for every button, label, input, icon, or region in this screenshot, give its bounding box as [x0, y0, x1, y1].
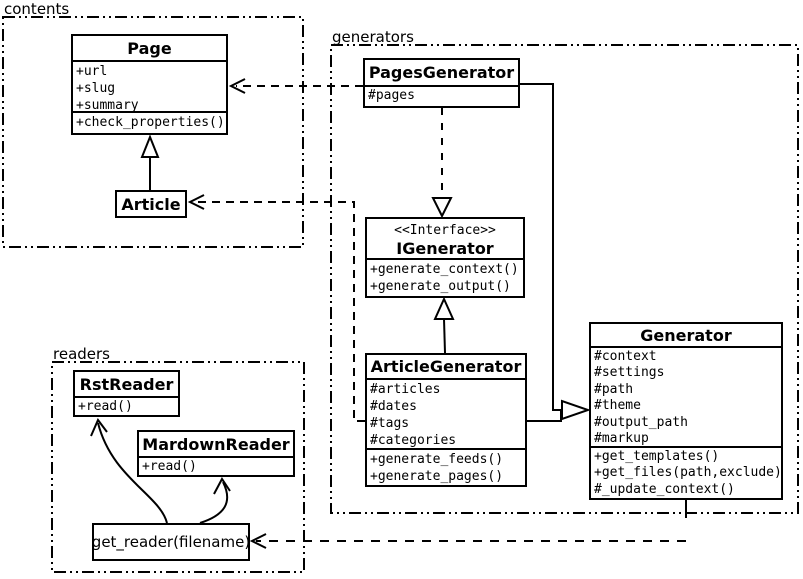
attributes-section: #context #settings #path #theme #output_… [591, 348, 781, 448]
dependency-arrow-articlegenerator-to-article [187, 194, 365, 422]
package-border-generators [330, 44, 799, 514]
attributes-section: #pages [365, 87, 518, 106]
methods-section: +read() [139, 458, 293, 475]
method-row: #_update_context() [594, 481, 735, 497]
method-row: +read() [142, 459, 197, 474]
class-title-pagesgenerator: PagesGenerator [365, 60, 518, 87]
package-label-contents: contents [4, 0, 70, 18]
attribute-row: #categories [370, 433, 457, 448]
package-label-generators: generators [332, 28, 414, 46]
class-box-article: Article [115, 190, 187, 218]
method-row: +generate_feeds() [370, 452, 504, 467]
package-border-readers [51, 361, 305, 573]
attribute-row: #settings [594, 365, 665, 381]
stereotype-label: <<Interface>> [394, 223, 496, 238]
attribute-row: #markup [594, 431, 649, 447]
method-row: +get_templates() [594, 449, 720, 464]
class-box-rstreader: RstReader +read() [73, 370, 180, 417]
class-box-pagesgenerator: PagesGenerator #pages [363, 58, 520, 108]
class-box-mardownreader: MardownReader +read() [137, 430, 295, 477]
attributes-section: +url +slug +summary [73, 62, 226, 113]
realization-arrow-pagesgenerator-to-igenerator [431, 108, 453, 219]
attribute-row: +slug [76, 81, 116, 96]
class-title-articlegenerator: ArticleGenerator [367, 355, 525, 380]
dependency-arrow-generator-to-get-reader [249, 500, 687, 549]
dependency-arrow-pagesgenerator-to-page [228, 78, 363, 94]
inheritance-arrow-article-to-page [140, 134, 160, 190]
method-row: +check_properties() [76, 115, 225, 130]
methods-section: +generate_context() +generate_output() [367, 260, 523, 296]
class-title-rstreader: RstReader [75, 372, 178, 398]
attribute-row: +url [76, 64, 108, 79]
function-label-get-reader: get_reader(filename) [92, 533, 250, 551]
attribute-row: #articles [370, 382, 441, 397]
methods-section: +check_properties() [73, 113, 226, 133]
class-title-igenerator: IGenerator [396, 239, 494, 258]
package-border-contents [2, 16, 304, 248]
class-box-articlegenerator: ArticleGenerator #articles #dates #tags … [365, 353, 527, 487]
attribute-row: +summary [76, 98, 139, 113]
class-box-page: Page +url +slug +summary +check_properti… [71, 34, 228, 135]
methods-section: +generate_feeds() +generate_pages() [367, 450, 525, 485]
attribute-row: #theme [594, 398, 641, 414]
class-title-mardownreader: MardownReader [139, 432, 293, 458]
class-title-generator: Generator [591, 324, 781, 348]
call-arrow-get-reader-to-rstreader [90, 418, 168, 524]
attribute-row: #context [594, 349, 657, 364]
method-row: +get_files(path,exclude) [594, 465, 781, 481]
method-row: +read() [78, 399, 133, 414]
attributes-section: #articles #dates #tags #categories [367, 380, 525, 450]
inheritance-arrow-pagesgenerator-articlegenerator-to-generator [520, 83, 592, 422]
methods-section: +read() [75, 398, 178, 415]
method-row: +generate_output() [370, 279, 511, 294]
class-title-article: Article [121, 194, 181, 214]
class-title-page: Page [73, 36, 226, 62]
method-row: +generate_context() [370, 262, 519, 277]
attribute-row: #path [594, 381, 634, 397]
package-label-readers: readers [53, 345, 110, 363]
interface-box-igenerator: <<Interface>> IGenerator +generate_conte… [365, 217, 525, 298]
attribute-row: #tags [370, 416, 410, 431]
method-row: +generate_pages() [370, 469, 504, 484]
call-arrow-get-reader-to-mardownreader [199, 477, 231, 524]
function-box-get-reader: get_reader(filename) [92, 523, 250, 561]
inheritance-arrow-articlegenerator-to-igenerator [433, 296, 455, 354]
interface-header: <<Interface>> IGenerator [367, 219, 523, 260]
attribute-row: #pages [368, 88, 415, 103]
attribute-row: #dates [370, 399, 417, 414]
attribute-row: #output_path [594, 414, 688, 430]
class-box-generator: Generator #context #settings #path #them… [589, 322, 783, 500]
methods-section: +get_templates() +get_files(path,exclude… [591, 448, 781, 498]
